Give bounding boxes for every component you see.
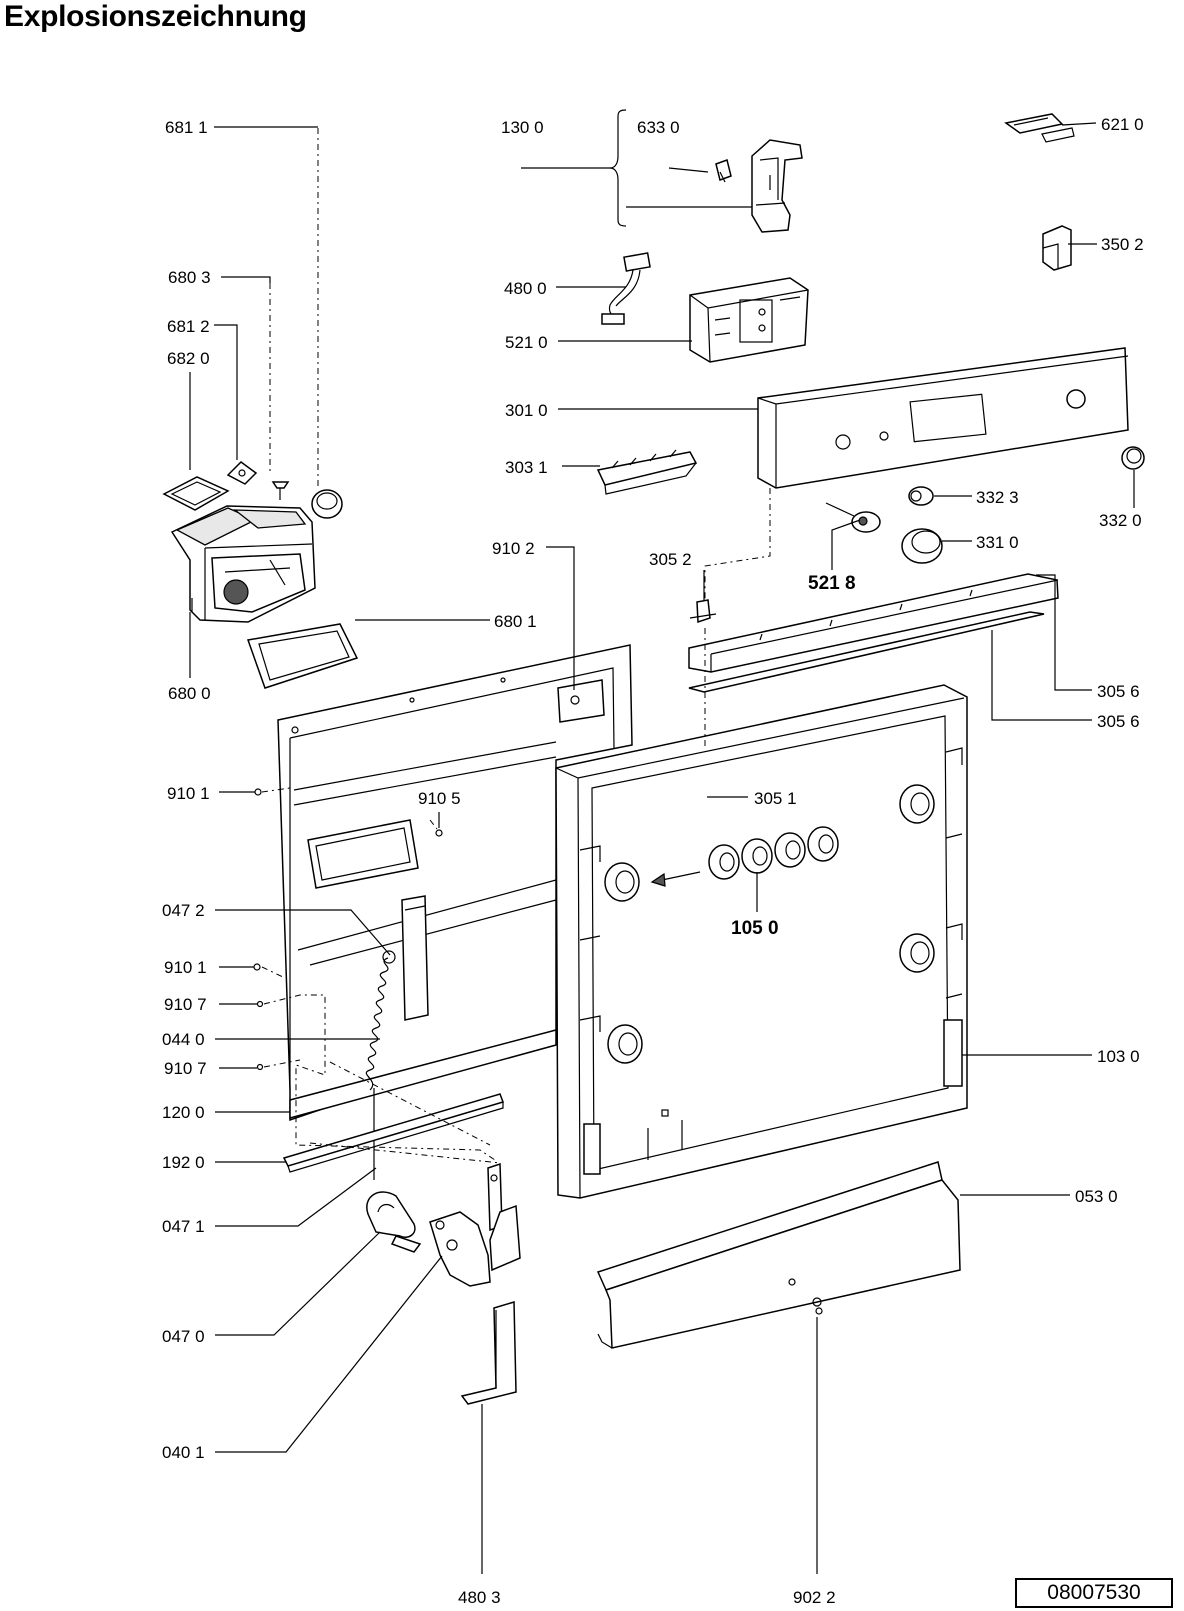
label-047-0: 047 0 <box>162 1327 205 1346</box>
label-305-6-lower: 305 6 <box>1097 712 1140 731</box>
part-621-0-bracket <box>1004 113 1075 143</box>
label-902-2: 902 2 <box>793 1588 836 1607</box>
leader-lines <box>189 109 1135 1574</box>
label-521-8: 521 8 <box>808 573 856 594</box>
label-105-0: 105 0 <box>731 918 779 939</box>
part-301-0-control-panel <box>757 347 1129 489</box>
label-331-0: 331 0 <box>976 533 1019 552</box>
label-910-7-lower: 910 7 <box>164 1059 207 1078</box>
label-910-7-upper: 910 7 <box>164 995 207 1014</box>
part-103-0-door-outer <box>555 684 968 1199</box>
label-680-3: 680 3 <box>168 268 211 287</box>
label-305-1: 305 1 <box>754 789 797 808</box>
label-681-1: 681 1 <box>165 118 208 137</box>
label-910-1-upper: 910 1 <box>167 784 210 803</box>
assembly-guide-lines <box>261 128 771 1164</box>
part-480-3-bracket <box>460 1300 517 1405</box>
label-303-1: 303 1 <box>505 458 548 477</box>
part-305-2-clip <box>689 599 717 624</box>
part-331-0-knob <box>901 528 943 564</box>
part-480-0-cable <box>601 252 651 325</box>
label-192-0: 192 0 <box>162 1153 205 1172</box>
page-title: Explosionszeichnung <box>4 0 307 33</box>
label-130-0: 130 0 <box>501 118 544 137</box>
label-053-0: 053 0 <box>1075 1187 1118 1206</box>
label-682-0: 682 0 <box>167 349 210 368</box>
part-681-2-clip <box>226 461 258 485</box>
label-910-5: 910 5 <box>418 789 461 808</box>
label-044-0: 044 0 <box>162 1030 205 1049</box>
part-305-6-rail-upper <box>688 573 1059 673</box>
part-521-0-control-board <box>689 277 809 363</box>
part-682-0-seal <box>162 476 230 511</box>
part-680-3-screw <box>271 481 290 500</box>
label-480-3: 480 3 <box>458 1588 501 1607</box>
label-350-2: 350 2 <box>1101 235 1144 254</box>
label-910-1-lower: 910 1 <box>164 958 207 977</box>
part-305-6-rail-lower <box>688 611 1045 693</box>
label-621-0: 621 0 <box>1101 115 1144 134</box>
label-305-6-upper: 305 6 <box>1097 682 1140 701</box>
door-knob-holes <box>604 784 935 1064</box>
label-332-0: 332 0 <box>1099 511 1142 530</box>
part-130-0-hinge <box>715 139 803 233</box>
part-332-0-button <box>1121 446 1145 470</box>
label-305-2: 305 2 <box>649 550 692 569</box>
part-192-0-strip <box>282 1093 504 1173</box>
label-521-0: 521 0 <box>505 333 548 352</box>
label-680-0: 680 0 <box>168 684 211 703</box>
part-053-0-toe-plate <box>596 1161 961 1349</box>
part-680-0-dispenser <box>170 505 316 623</box>
part-labels: 681 1 130 0 633 0 621 0 350 2 680 3 480 … <box>162 115 1144 1607</box>
label-480-0: 480 0 <box>504 279 547 298</box>
label-680-1: 680 1 <box>494 612 537 631</box>
label-910-2: 910 2 <box>492 539 535 558</box>
part-521-8-sensor <box>825 502 881 533</box>
part-681-1-cap <box>311 489 343 519</box>
label-301-0: 301 0 <box>505 401 548 420</box>
part-332-3-knob <box>908 486 934 506</box>
label-040-1: 040 1 <box>162 1443 205 1462</box>
label-681-2: 681 2 <box>167 317 210 336</box>
part-120-0-door-inner <box>277 644 633 1122</box>
label-047-2: 047 2 <box>162 901 205 920</box>
label-120-0: 120 0 <box>162 1103 205 1122</box>
document-number: 08007530 <box>1015 1578 1173 1608</box>
part-303-1-switch-strip <box>596 449 698 495</box>
part-040-1-bracket <box>429 1162 521 1287</box>
label-103-0: 103 0 <box>1097 1047 1140 1066</box>
part-047-0-hinge-arm <box>366 1191 422 1253</box>
screws-910 <box>253 788 443 1071</box>
part-350-2-cover <box>1042 225 1072 271</box>
part-680-1-gasket <box>246 623 359 689</box>
label-633-0: 633 0 <box>637 118 680 137</box>
label-047-1: 047 1 <box>162 1217 205 1236</box>
label-332-3: 332 3 <box>976 488 1019 507</box>
